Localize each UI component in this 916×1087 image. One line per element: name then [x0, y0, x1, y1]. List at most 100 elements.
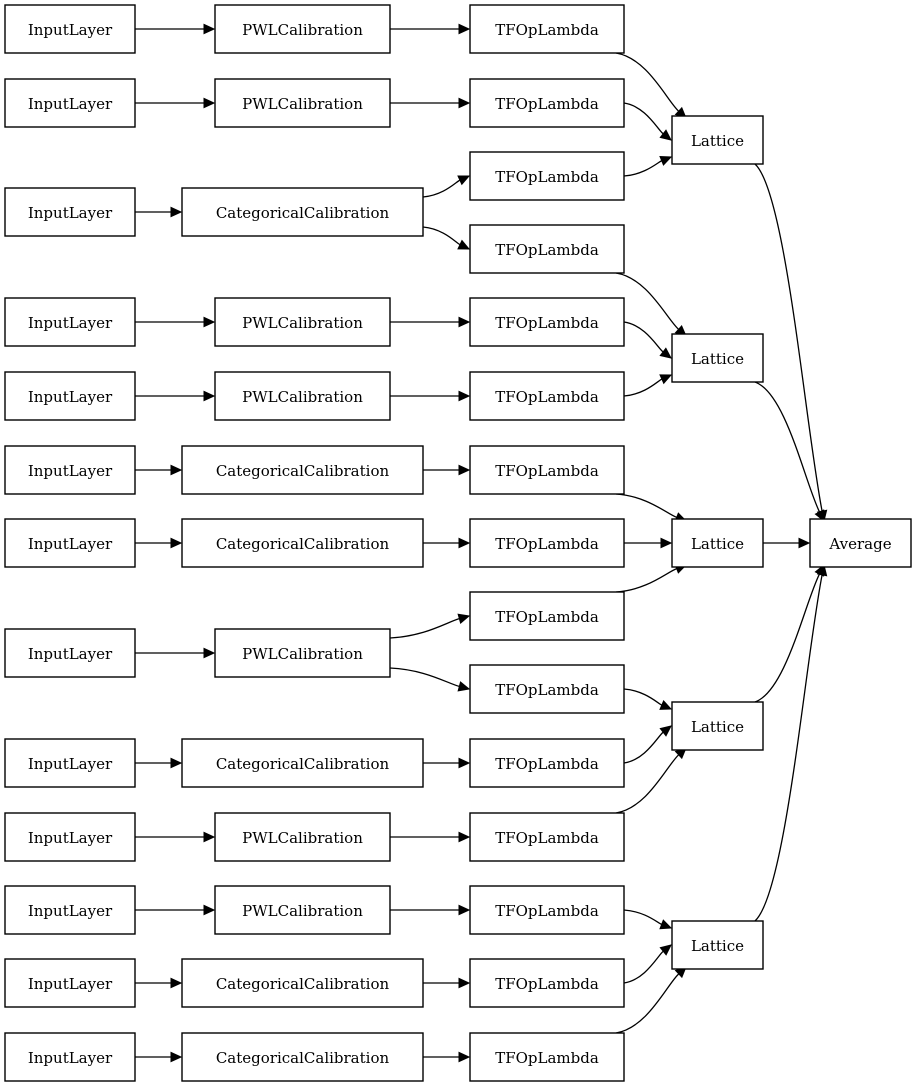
arrowhead-icon [203, 904, 216, 916]
node-pwlcalibration-cal2[interactable]: PWLCalibration [214, 78, 391, 128]
node-tfop-lambda-lam7[interactable]: TFOpLambda [469, 445, 625, 495]
arrowhead-icon [458, 1051, 471, 1063]
node-input-layer-in3[interactable]: InputLayer [4, 187, 136, 237]
node-box [469, 885, 625, 935]
node-tfop-lambda-lam4[interactable]: TFOpLambda [469, 224, 625, 274]
node-tfop-lambda-lam12[interactable]: TFOpLambda [469, 812, 625, 862]
arrowhead-icon [659, 347, 672, 359]
node-tfop-lambda-lam8[interactable]: TFOpLambda [469, 518, 625, 568]
node-box [671, 333, 764, 383]
edge-lam13-to-lat5 [623, 909, 662, 926]
arrowhead-icon [659, 699, 673, 710]
node-input-layer-in6[interactable]: InputLayer [4, 445, 136, 495]
node-pwlcalibration-cal10[interactable]: PWLCalibration [214, 812, 391, 862]
arrowhead-icon [659, 725, 672, 737]
node-box [214, 628, 391, 678]
node-input-layer-in8[interactable]: InputLayer [4, 628, 136, 678]
arrowhead-icon [203, 97, 216, 109]
node-box [181, 738, 424, 788]
arrowhead-icon [458, 316, 471, 328]
node-box [469, 445, 625, 495]
edge-cal3-to-lam3 [422, 179, 461, 198]
node-lattice-lat2[interactable]: Lattice [671, 333, 764, 383]
node-input-layer-in4[interactable]: InputLayer [4, 297, 136, 347]
arrowhead-icon [170, 464, 183, 476]
node-pwlcalibration-cal5[interactable]: PWLCalibration [214, 371, 391, 421]
node-box [214, 812, 391, 862]
node-input-layer-in7[interactable]: InputLayer [4, 518, 136, 568]
node-tfop-lambda-lam9[interactable]: TFOpLambda [469, 591, 625, 641]
node-box [671, 518, 764, 568]
node-pwlcalibration-cal8[interactable]: PWLCalibration [214, 628, 391, 678]
node-box [214, 4, 391, 54]
node-box [671, 115, 764, 165]
node-box [214, 885, 391, 935]
edge-lam14-to-lat5 [623, 950, 664, 984]
node-input-layer-in12[interactable]: InputLayer [4, 958, 136, 1008]
node-box [4, 78, 136, 128]
node-box [4, 4, 136, 54]
edge-cal8-to-lam10 [389, 667, 460, 688]
edge-lam15-to-lat5 [615, 973, 680, 1034]
edge-lat1-to-avg [754, 163, 823, 512]
node-box [214, 371, 391, 421]
node-tfop-lambda-lam13[interactable]: TFOpLambda [469, 885, 625, 935]
node-box [4, 738, 136, 788]
node-lattice-lat4[interactable]: Lattice [671, 701, 764, 751]
node-categorical-calibration-cal7[interactable]: CategoricalCalibration [181, 518, 424, 568]
node-categorical-calibration-cal12[interactable]: CategoricalCalibration [181, 958, 424, 1008]
node-tfop-lambda-lam15[interactable]: TFOpLambda [469, 1032, 625, 1082]
node-categorical-calibration-cal3[interactable]: CategoricalCalibration [181, 187, 424, 237]
node-pwlcalibration-cal1[interactable]: PWLCalibration [214, 4, 391, 54]
node-tfop-lambda-lam10[interactable]: TFOpLambda [469, 664, 625, 714]
node-categorical-calibration-cal6[interactable]: CategoricalCalibration [181, 445, 424, 495]
edge-lat4-to-avg [754, 573, 821, 703]
node-box [4, 371, 136, 421]
node-categorical-calibration-cal9[interactable]: CategoricalCalibration [181, 738, 424, 788]
node-tfop-lambda-lam1[interactable]: TFOpLambda [469, 4, 625, 54]
node-input-layer-in1[interactable]: InputLayer [4, 4, 136, 54]
node-tfop-lambda-lam3[interactable]: TFOpLambda [469, 151, 625, 201]
node-box [4, 812, 136, 862]
node-lattice-lat3[interactable]: Lattice [671, 518, 764, 568]
node-categorical-calibration-cal13[interactable]: CategoricalCalibration [181, 1032, 424, 1082]
node-input-layer-in2[interactable]: InputLayer [4, 78, 136, 128]
node-pwlcalibration-cal11[interactable]: PWLCalibration [214, 885, 391, 935]
arrowhead-icon [203, 390, 216, 402]
edge-lam6-to-lat2 [623, 378, 663, 397]
arrowhead-icon [170, 977, 183, 989]
node-average-avg[interactable]: Average [809, 518, 912, 568]
node-box [671, 701, 764, 751]
node-tfop-lambda-lam14[interactable]: TFOpLambda [469, 958, 625, 1008]
node-box [4, 1032, 136, 1082]
node-box [671, 920, 764, 970]
node-box [469, 518, 625, 568]
node-input-layer-in9[interactable]: InputLayer [4, 738, 136, 788]
node-tfop-lambda-lam11[interactable]: TFOpLambda [469, 738, 625, 788]
node-input-layer-in13[interactable]: InputLayer [4, 1032, 136, 1082]
edge-lam3-to-lat1 [623, 160, 663, 177]
arrowhead-icon [458, 977, 471, 989]
node-input-layer-in11[interactable]: InputLayer [4, 885, 136, 935]
arrowhead-icon [170, 757, 183, 769]
edge-layer [135, 23, 828, 1063]
node-input-layer-in10[interactable]: InputLayer [4, 812, 136, 862]
edge-cal8-to-lam9 [389, 618, 460, 639]
node-tfop-lambda-lam6[interactable]: TFOpLambda [469, 371, 625, 421]
arrowhead-icon [458, 97, 471, 109]
node-lattice-lat1[interactable]: Lattice [671, 115, 764, 165]
node-box [469, 664, 625, 714]
node-input-layer-in5[interactable]: InputLayer [4, 371, 136, 421]
node-tfop-lambda-lam5[interactable]: TFOpLambda [469, 297, 625, 347]
arrowhead-icon [170, 537, 183, 549]
node-tfop-lambda-lam2[interactable]: TFOpLambda [469, 78, 625, 128]
arrowhead-icon [814, 509, 825, 523]
arrowhead-icon [458, 23, 471, 35]
node-lattice-lat5[interactable]: Lattice [671, 920, 764, 970]
edge-lam4-to-lat2 [615, 272, 680, 330]
arrowhead-icon [170, 1051, 183, 1063]
node-pwlcalibration-cal4[interactable]: PWLCalibration [214, 297, 391, 347]
node-box [4, 518, 136, 568]
